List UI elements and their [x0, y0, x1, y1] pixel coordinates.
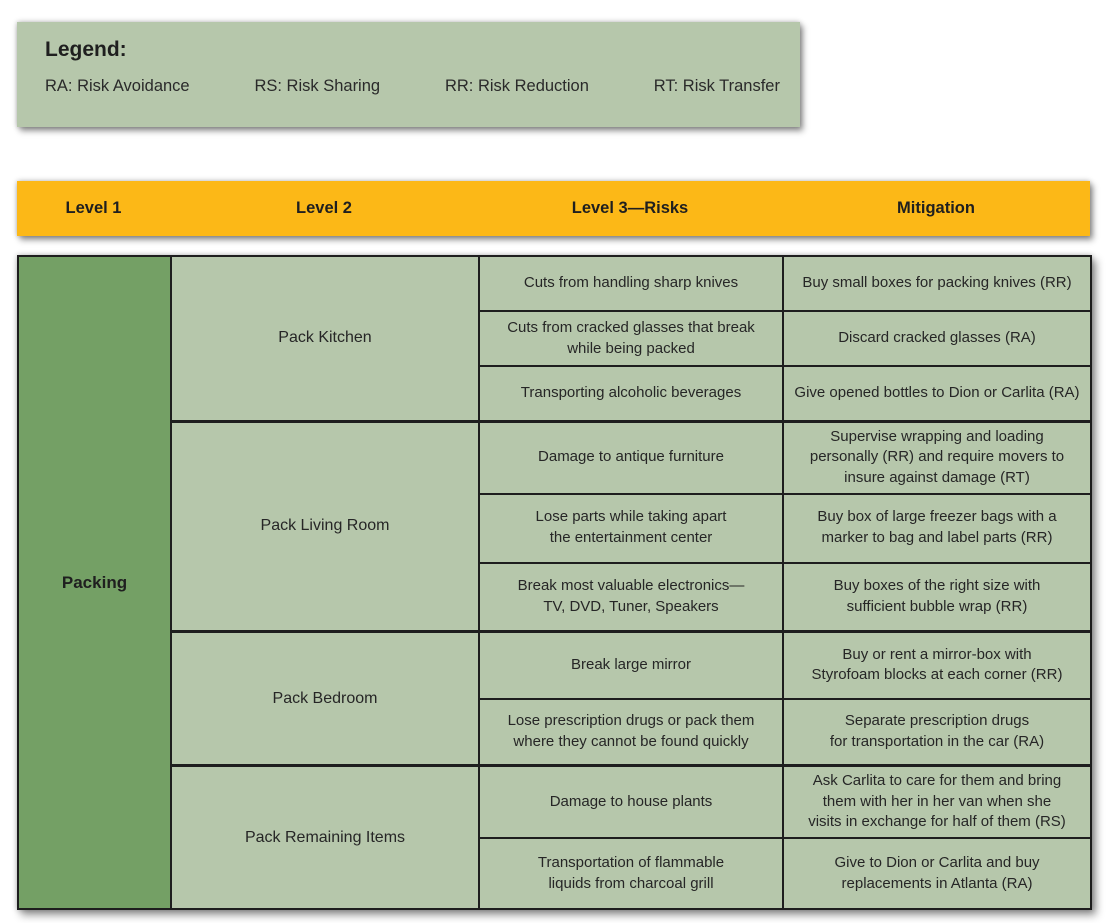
table-row: Transportation of flammable liquids from…	[18, 837, 1092, 911]
table-row: Pack Remaining Items Damage to house pla…	[18, 764, 1092, 911]
risk-cell: Lose prescription drugs or pack them whe…	[478, 697, 784, 767]
legend-title: Legend:	[45, 38, 127, 61]
risk-cell: Lose parts while taking apart the entert…	[478, 492, 784, 564]
risk-cell: Transportation of flammable liquids from…	[478, 837, 784, 911]
mitigation-cell: Buy small boxes for packing knives (RR)	[782, 255, 1092, 312]
table-row: Packing Pack Kitchen Cuts from handling …	[17, 254, 1092, 911]
mitigation-cell: Give opened bottles to Dion or Carlita (…	[782, 365, 1092, 422]
risk-cell: Break most valuable electronics— TV, DVD…	[478, 561, 784, 633]
mitigation-cell: Discard cracked glasses (RA)	[782, 310, 1092, 367]
table-row: Pack Bedroom Break large mirror Buy or r…	[18, 630, 1092, 767]
level2-cell-pack-kitchen: Pack Kitchen	[170, 255, 480, 422]
risk-breakdown-table: Packing Pack Kitchen Cuts from handling …	[17, 254, 1092, 911]
column-header-bar: Level 1 Level 2 Level 3—Risks Mitigation	[17, 181, 1090, 236]
legend-item-risk-avoidance: RA: Risk Avoidance	[45, 77, 190, 95]
table-row: Break most valuable electronics— TV, DVD…	[18, 561, 1092, 633]
mitigation-cell: Separate prescription drugs for transpor…	[782, 697, 1092, 767]
table-row: Pack Living Room Damage to antique furni…	[18, 419, 1092, 633]
level2-cell-pack-bedroom: Pack Bedroom	[170, 630, 480, 767]
risk-cell: Transporting alcoholic beverages	[478, 365, 784, 422]
level1-cell-packing: Packing	[17, 254, 172, 911]
level2-cell-pack-remaining-items: Pack Remaining Items	[170, 764, 480, 911]
risk-cell: Cuts from handling sharp knives	[478, 255, 784, 312]
mitigation-cell: Buy box of large freezer bags with a mar…	[782, 492, 1092, 564]
header-mitigation: Mitigation	[897, 199, 975, 217]
header-level2: Level 2	[296, 199, 352, 217]
risk-cell: Cuts from cracked glasses that break whi…	[478, 310, 784, 367]
level2-cell-pack-living-room: Pack Living Room	[170, 419, 480, 633]
table-row: Lose parts while taking apart the entert…	[18, 492, 1092, 564]
risk-cell: Damage to house plants	[478, 764, 784, 840]
risk-cell: Break large mirror	[478, 630, 784, 700]
table-row: Transporting alcoholic beverages Give op…	[18, 365, 1092, 422]
mitigation-cell: Ask Carlita to care for them and bring t…	[782, 764, 1092, 840]
mitigation-cell: Buy or rent a mirror-box with Styrofoam …	[782, 630, 1092, 700]
mitigation-cell: Give to Dion or Carlita and buy replacem…	[782, 837, 1092, 911]
legend-items: RA: Risk Avoidance RS: Risk Sharing RR: …	[45, 77, 780, 96]
table-row: Cuts from cracked glasses that break whi…	[18, 310, 1092, 367]
legend-item-risk-sharing: RS: Risk Sharing	[254, 77, 381, 95]
legend-panel: Legend: RA: Risk Avoidance RS: Risk Shar…	[17, 22, 800, 127]
legend-item-risk-reduction: RR: Risk Reduction	[444, 77, 589, 95]
risk-cell: Damage to antique furniture	[478, 419, 784, 495]
header-level3-risks: Level 3—Risks	[571, 199, 689, 217]
mitigation-cell: Buy boxes of the right size with suffici…	[782, 561, 1092, 633]
legend-item-risk-transfer: RT: Risk Transfer	[653, 77, 780, 95]
table-row: Lose prescription drugs or pack them whe…	[18, 697, 1092, 767]
header-level1: Level 1	[65, 199, 122, 217]
mitigation-cell: Supervise wrapping and loading personall…	[782, 419, 1092, 495]
